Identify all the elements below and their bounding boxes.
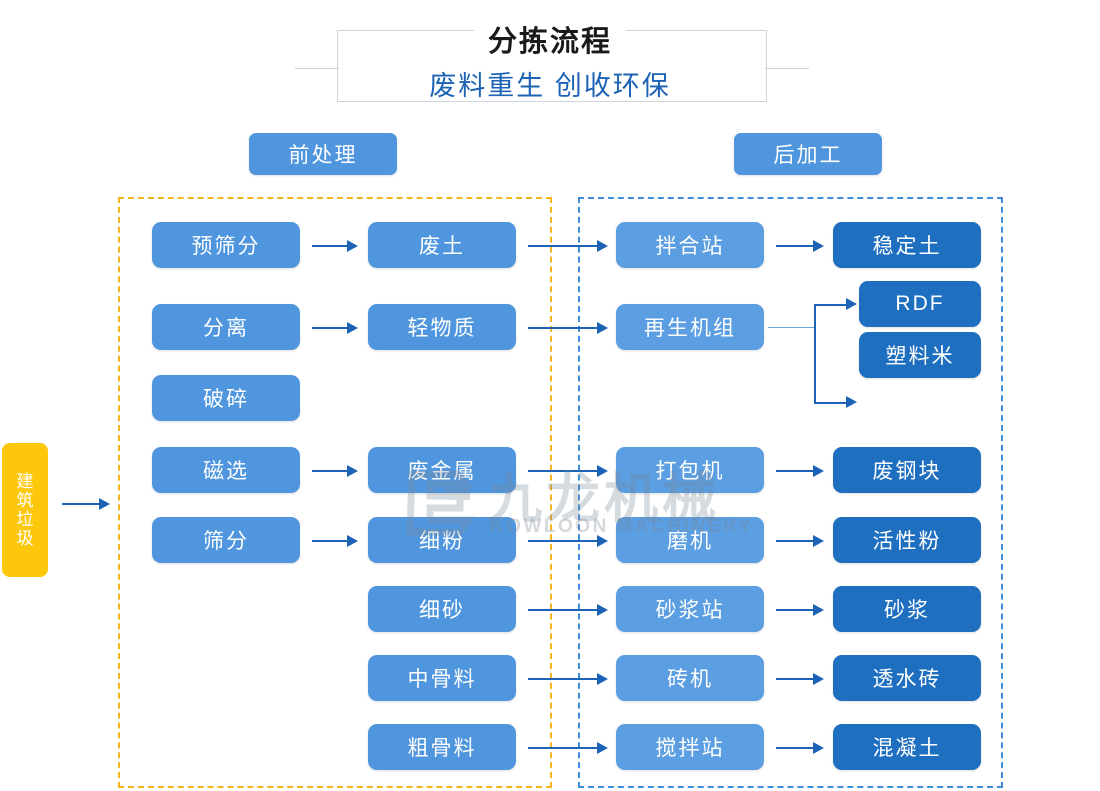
node-crushing[interactable]: 破碎: [152, 375, 300, 421]
node-label: RDF: [895, 292, 945, 315]
zone-post-processing: [578, 197, 1003, 788]
node-label: 破碎: [203, 388, 249, 411]
node-label: 混凝土: [872, 737, 942, 760]
node-brick-machine[interactable]: 砖机: [616, 655, 764, 701]
node-label: 再生机组: [644, 317, 736, 340]
title-rule-right: [765, 68, 809, 69]
node-permeable-brick[interactable]: 透水砖: [833, 655, 981, 701]
node-scrap-steel-block[interactable]: 废钢块: [833, 447, 981, 493]
node-label: 塑料米: [885, 345, 955, 368]
node-baler[interactable]: 打包机: [616, 447, 764, 493]
node-label: 拌合站: [655, 235, 725, 258]
page-title: 分拣流程: [0, 18, 1100, 60]
node-stabilized-soil[interactable]: 稳定土: [833, 222, 981, 268]
title-rule-left: [295, 68, 339, 69]
node-label: 磨机: [667, 530, 713, 553]
node-label: 废土: [419, 235, 465, 258]
node-fine-sand[interactable]: 细砂: [368, 586, 516, 632]
node-label: 轻物质: [407, 317, 477, 340]
page-title-text: 分拣流程: [473, 26, 626, 58]
node-label: 废钢块: [872, 460, 942, 483]
node-separation[interactable]: 分离: [152, 304, 300, 350]
node-plastic-pellets[interactable]: 塑料米: [859, 332, 981, 378]
node-label: 筛分: [203, 530, 249, 553]
node-label: 细砂: [419, 599, 465, 622]
tab-pre-treatment-label: 前处理: [288, 144, 358, 167]
node-recycling-unit[interactable]: 再生机组: [616, 304, 764, 350]
node-rdf[interactable]: RDF: [859, 281, 981, 327]
node-screening[interactable]: 筛分: [152, 517, 300, 563]
tab-post-processing[interactable]: 后加工: [734, 133, 882, 175]
source-node-construction-waste[interactable]: 建筑垃圾: [2, 443, 48, 577]
node-label: 打包机: [655, 460, 725, 483]
node-label: 分离: [203, 317, 249, 340]
node-label: 废金属: [407, 460, 477, 483]
node-label: 活性粉: [872, 530, 942, 553]
source-node-label: 建筑垃圾: [16, 471, 34, 549]
node-active-powder[interactable]: 活性粉: [833, 517, 981, 563]
node-waste-soil[interactable]: 废土: [368, 222, 516, 268]
node-fine-powder[interactable]: 细粉: [368, 517, 516, 563]
node-label: 搅拌站: [655, 737, 725, 760]
node-label: 砂浆站: [655, 599, 725, 622]
node-label: 细粉: [419, 530, 465, 553]
tab-pre-treatment[interactable]: 前处理: [249, 133, 397, 175]
node-label: 预筛分: [191, 235, 261, 258]
node-label: 稳定土: [872, 235, 942, 258]
split-recycling-unit-outputs: [768, 281, 864, 408]
page-subtitle: 废料重生 创收环保: [0, 64, 1100, 103]
zone-pre-treatment: [118, 197, 552, 788]
node-light-material[interactable]: 轻物质: [368, 304, 516, 350]
page-subtitle-text: 废料重生 创收环保: [419, 71, 681, 101]
node-mortar-station[interactable]: 砂浆站: [616, 586, 764, 632]
node-pre-screening[interactable]: 预筛分: [152, 222, 300, 268]
node-coarse-aggregate[interactable]: 粗骨料: [368, 724, 516, 770]
node-label: 透水砖: [872, 668, 942, 691]
node-label: 中骨料: [407, 668, 477, 691]
node-mortar[interactable]: 砂浆: [833, 586, 981, 632]
node-concrete-batching-plant[interactable]: 搅拌站: [616, 724, 764, 770]
node-label: 砖机: [667, 668, 713, 691]
node-magnetic-separation[interactable]: 磁选: [152, 447, 300, 493]
node-scrap-metal[interactable]: 废金属: [368, 447, 516, 493]
node-label: 砂浆: [884, 599, 930, 622]
node-concrete[interactable]: 混凝土: [833, 724, 981, 770]
node-label: 磁选: [203, 460, 249, 483]
node-mixing-station[interactable]: 拌合站: [616, 222, 764, 268]
node-medium-aggregate[interactable]: 中骨料: [368, 655, 516, 701]
node-label: 粗骨料: [407, 737, 477, 760]
node-grinding-mill[interactable]: 磨机: [616, 517, 764, 563]
tab-post-processing-label: 后加工: [773, 144, 843, 167]
